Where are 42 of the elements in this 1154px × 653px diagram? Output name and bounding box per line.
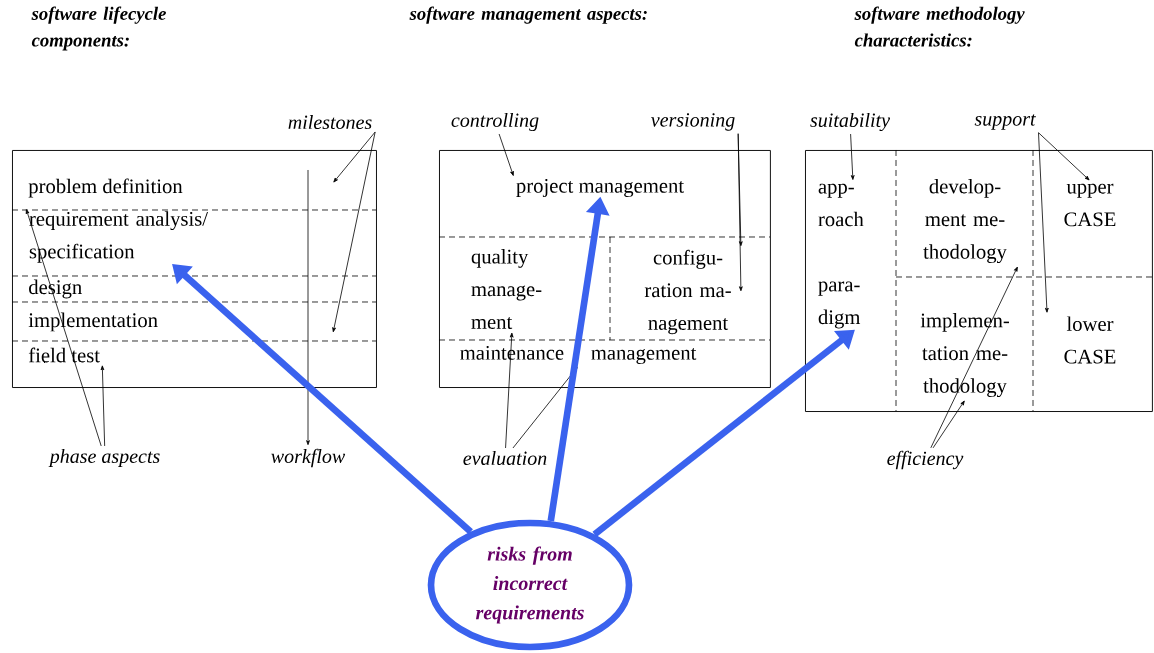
leader-line <box>850 133 855 180</box>
leader-line <box>932 400 965 449</box>
leader-line <box>100 365 106 447</box>
annotation: suitability <box>810 112 891 132</box>
table-entry: maintenance management <box>460 345 697 365</box>
table-entry: implementation <box>28 312 158 332</box>
annotation: phase aspects <box>48 448 160 468</box>
table-frame <box>12 150 377 388</box>
table-entry: para- digm <box>818 281 861 329</box>
annotation: controlling <box>451 112 539 132</box>
annotation: support <box>974 114 1036 130</box>
leader-line <box>1038 132 1049 313</box>
table-entry: field test <box>28 347 100 363</box>
leader-line <box>498 133 514 176</box>
leader-line <box>737 133 743 292</box>
leader-line <box>332 131 376 333</box>
arrow <box>306 169 310 446</box>
table-entry: develop- ment me- thodology <box>923 178 1007 264</box>
annotation: milestones <box>288 115 372 130</box>
annotation: efficiency <box>887 450 964 470</box>
table-entry: problem definition <box>28 178 183 198</box>
table-entry: lower CASE <box>1064 316 1116 364</box>
table-entry: upper CASE <box>1064 183 1116 227</box>
leader-line <box>505 332 514 449</box>
leader-line <box>930 266 1018 449</box>
leader-line <box>333 131 376 183</box>
table-frame <box>805 150 1153 412</box>
column-heading: software methodology characteristics: <box>854 6 1025 47</box>
table-entry: design <box>29 279 82 299</box>
annotation: evaluation <box>463 450 547 466</box>
table-entry: project management <box>516 178 684 198</box>
table-entry: app- roach <box>818 183 864 227</box>
table-frame <box>439 150 771 388</box>
table-entry: configu- ration ma- nagement <box>644 249 731 335</box>
column-heading: software lifecycle components: <box>31 6 166 51</box>
leader-line <box>512 366 578 449</box>
annotation: versioning <box>651 113 735 131</box>
annotation: workflow <box>271 448 346 468</box>
leader-line <box>25 209 102 447</box>
column-heading: software management aspects: <box>409 6 647 24</box>
leader-line <box>1038 132 1090 181</box>
table-entry: implemen- tation me- thodology <box>920 312 1010 398</box>
